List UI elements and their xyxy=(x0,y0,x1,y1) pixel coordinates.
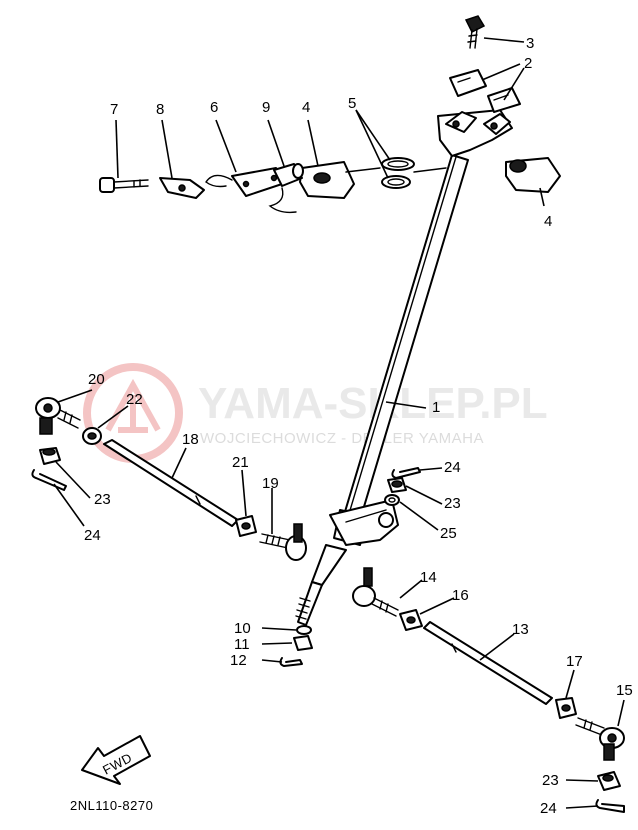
column-bushing-left xyxy=(299,161,381,199)
nut-17 xyxy=(555,697,577,719)
rod-end-19 xyxy=(259,523,307,561)
steering-column xyxy=(295,154,469,626)
label-part-11: 11 xyxy=(234,636,250,653)
part-labels: 1 2 3 4 4 5 6 7 8 9 10 11 12 13 14 15 16… xyxy=(84,35,633,817)
label-part-14: 14 xyxy=(420,569,437,586)
label-part-10: 10 xyxy=(234,620,251,637)
nut-23-mid xyxy=(387,477,407,493)
label-part-20: 20 xyxy=(88,371,105,388)
label-part-21: 21 xyxy=(232,454,249,471)
label-part-5: 5 xyxy=(348,95,356,112)
label-part-19: 19 xyxy=(262,475,279,492)
label-part-1: 1 xyxy=(432,399,440,416)
label-part-16: 16 xyxy=(452,587,469,604)
label-part-23-mid: 23 xyxy=(444,495,461,512)
nut-23-left xyxy=(39,447,61,465)
rod-end-15 xyxy=(575,717,625,761)
nut-16 xyxy=(399,609,423,631)
label-part-6: 6 xyxy=(210,99,218,116)
cotter-pin-12 xyxy=(279,657,303,667)
lock-washer-8 xyxy=(159,177,205,199)
rod-end-20 xyxy=(35,397,81,435)
cotter-pin-24-right xyxy=(595,799,625,813)
label-part-17: 17 xyxy=(566,653,583,670)
column-bushing-right xyxy=(505,157,561,193)
label-part-9: 9 xyxy=(262,99,270,116)
label-part-13: 13 xyxy=(512,621,529,638)
nut-22 xyxy=(82,427,102,445)
label-part-24-right: 24 xyxy=(540,800,557,817)
label-part-12: 12 xyxy=(230,652,247,669)
label-part-4-right: 4 xyxy=(544,213,552,230)
label-part-24-left: 24 xyxy=(84,527,101,544)
washer-10 xyxy=(296,625,312,635)
bolt-3 xyxy=(464,15,486,49)
column-thread xyxy=(295,597,311,620)
label-part-23-right: 23 xyxy=(542,772,559,789)
label-part-8: 8 xyxy=(156,101,164,118)
label-part-4-left: 4 xyxy=(302,99,310,116)
retaining-ring-upper xyxy=(381,157,415,171)
label-part-15: 15 xyxy=(616,682,633,699)
leader-lines xyxy=(53,37,625,809)
rod-end-14 xyxy=(352,567,399,617)
washer-25 xyxy=(384,494,400,506)
label-part-3: 3 xyxy=(526,35,534,52)
bolt-7 xyxy=(99,177,149,193)
nut-21 xyxy=(235,515,257,537)
retaining-ring-lower xyxy=(381,175,411,189)
label-part-18: 18 xyxy=(182,431,199,448)
label-part-7: 7 xyxy=(110,101,118,118)
tie-rod-right xyxy=(423,621,553,705)
cotter-pin-24-left xyxy=(31,469,67,491)
bushing-plate xyxy=(205,167,297,214)
fwd-arrow-icon: FWD xyxy=(81,735,151,785)
nut-23-right xyxy=(597,771,621,791)
label-part-2: 2 xyxy=(524,55,532,72)
watermark: YAMA-SKLEP.PL WOJCIECHOWICZ - DEALER YAM… xyxy=(83,363,548,463)
collar-9 xyxy=(273,163,304,187)
top-bracket xyxy=(437,109,513,157)
nut-11 xyxy=(293,635,313,651)
tie-rod-left xyxy=(103,439,239,527)
watermark-dealer: WOJCIECHOWICZ - DEALER YAMAHA xyxy=(200,430,484,447)
label-part-22: 22 xyxy=(126,391,143,408)
cotter-pin-24-mid xyxy=(391,467,421,479)
label-part-23-left: 23 xyxy=(94,491,111,508)
drawing-code: 2NL110-8270 xyxy=(70,798,153,813)
label-part-24-mid: 24 xyxy=(444,459,461,476)
handlebar-holder-upper xyxy=(449,69,487,97)
label-part-25: 25 xyxy=(440,525,457,542)
